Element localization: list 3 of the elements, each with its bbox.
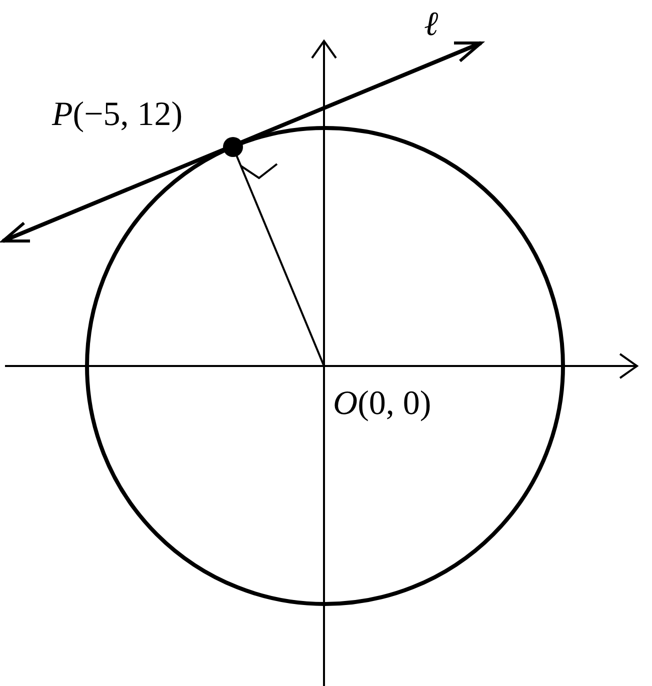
- line-name: ℓ: [424, 8, 438, 42]
- point-label: P(−5, 12): [52, 98, 183, 132]
- point-label: O(0, 0): [333, 387, 432, 421]
